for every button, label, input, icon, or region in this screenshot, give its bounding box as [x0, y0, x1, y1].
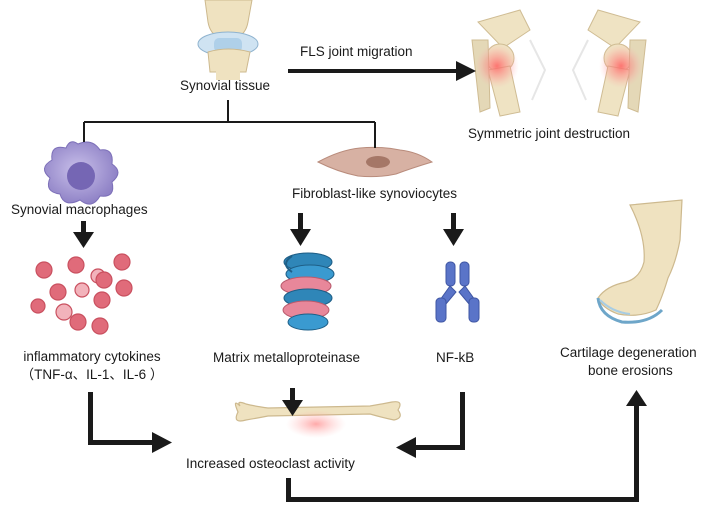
mmp-protein-icon [280, 252, 335, 331]
osteoclast-to-cartilage-arrow [286, 390, 647, 502]
migration-arrow [288, 61, 476, 81]
cartilage-line1: Cartilage degeneration [560, 345, 697, 360]
fibroblast-icon [316, 146, 434, 178]
macrophage-icon [44, 141, 119, 205]
cytokines-to-osteoclast-arrow [88, 392, 172, 453]
cartilage-line2: bone erosions [588, 363, 673, 378]
synovial-tissue-label: Synovial tissue [180, 78, 271, 93]
inflamed-joints-icon [471, 9, 647, 117]
mmp-to-osteoclast-arrow [282, 388, 303, 416]
symmetric-destruction-label: Symmetric joint destruction [468, 126, 631, 141]
macrophage-to-cytokines-arrow [73, 221, 94, 248]
osteoclast-activity-label: Increased osteoclast activity [186, 456, 355, 471]
tree-connector [83, 100, 376, 148]
knee-joint-icon [197, 0, 259, 80]
nfkb-antibody-icon [435, 261, 480, 323]
fls-migration-label: FLS joint migration [300, 44, 413, 59]
fibroblast-synoviocytes-label: Fibroblast-like synoviocytes [292, 186, 458, 201]
fls-to-mmp-arrow [290, 213, 311, 246]
inflammatory-cytokines-label: inflammatory cytokines （TNF-α、IL-1、IL-6 … [0, 348, 184, 384]
nfkb-label: NF-kB [436, 350, 475, 365]
inflammatory-cytokines-line2: （TNF-α、IL-1、IL-6 ） [20, 367, 164, 382]
cartilage-degeneration-label: Cartilage degeneration bone erosions [560, 344, 720, 380]
synovial-macrophages-label: Synovial macrophages [11, 202, 148, 217]
bone-icon [234, 401, 401, 438]
cytokines-icon [30, 253, 133, 335]
mmp-label: Matrix metalloproteinase [213, 350, 361, 365]
fls-to-nfkb-arrow [443, 213, 464, 246]
eroded-bone-icon [596, 199, 683, 324]
inflammatory-cytokines-line1: inflammatory cytokines [23, 349, 161, 364]
nfkb-to-osteoclast-arrow [396, 392, 465, 458]
